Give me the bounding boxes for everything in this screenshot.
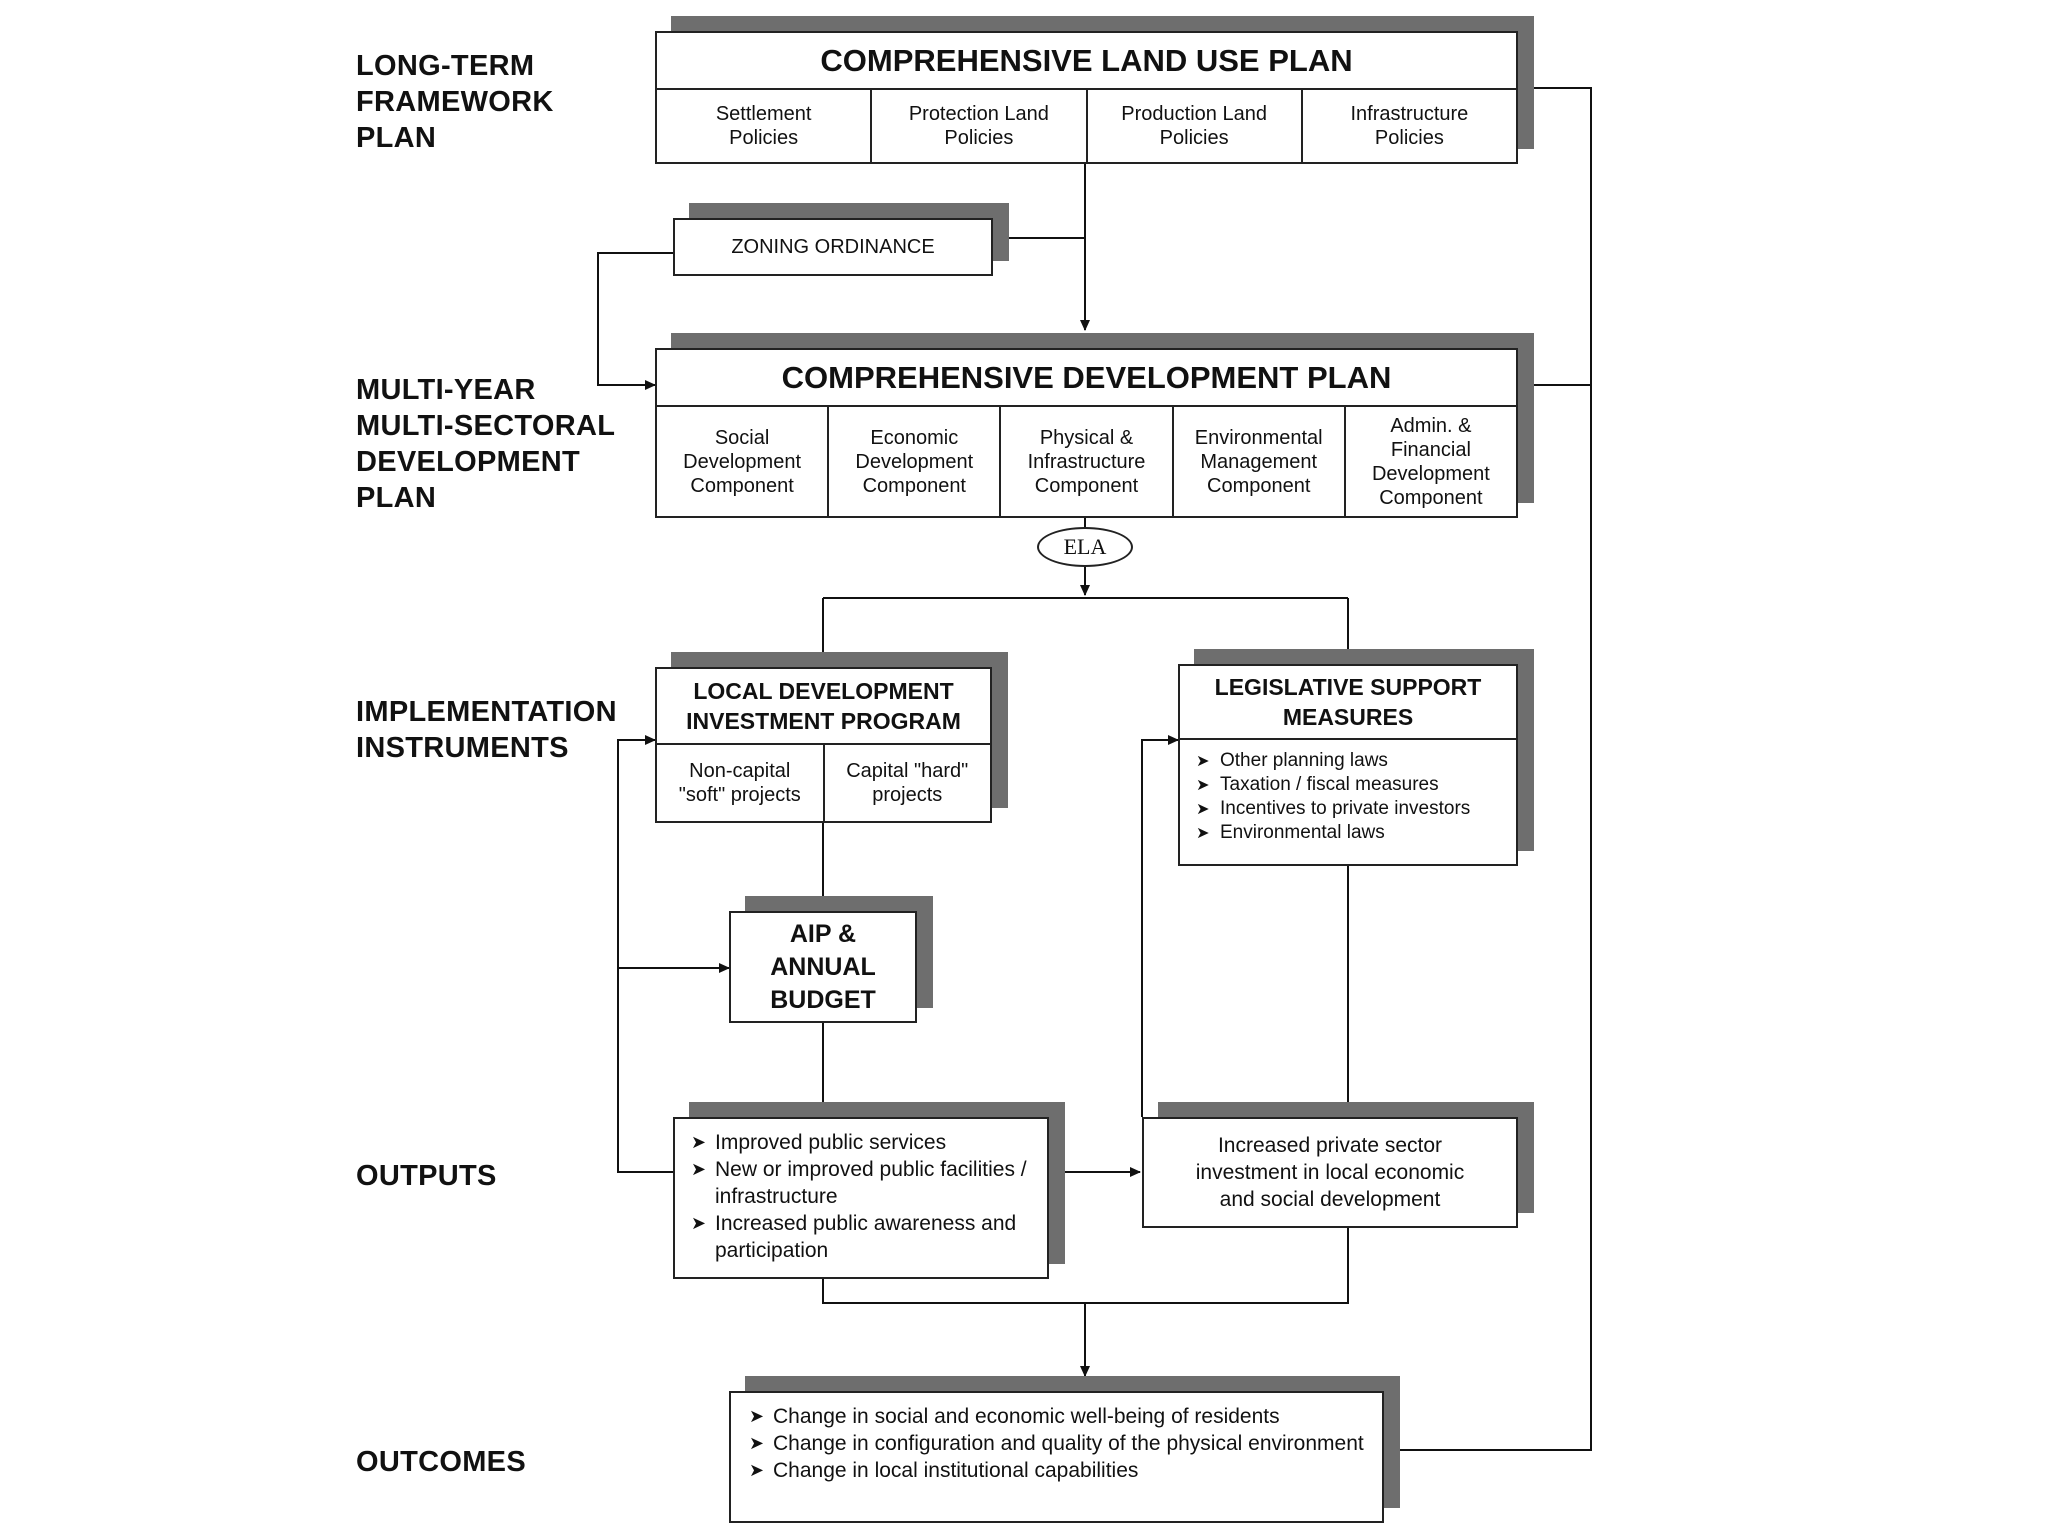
project-non-capital: Non-capital"soft" projects [657,745,825,821]
public-output-item: New or improved public facilities / infr… [689,1156,1037,1210]
legislative-item: Taxation / fiscal measures [1194,773,1506,797]
legislative-item: Other planning laws [1194,749,1506,773]
level-long-term-label: LONG-TERM FRAMEWORK PLAN [356,48,554,156]
level-line: DEVELOPMENT [356,446,581,478]
level-line: PLAN [356,122,437,154]
level-line: INSTRUMENTS [356,732,569,764]
outcomes-box: Change in social and economic well-being… [729,1391,1384,1523]
level-implementation-label: IMPLEMENTATION INSTRUMENTS [356,694,617,766]
level-line: FRAMEWORK [356,86,554,118]
level-outcomes-label: OUTCOMES [356,1446,526,1478]
level-multi-year-label: MULTI-YEAR MULTI-SECTORAL DEVELOPMENT PL… [356,372,615,516]
level-line: MULTI-YEAR [356,374,536,406]
level-line: MULTI-SECTORAL [356,410,616,442]
public-output-item: Improved public services [689,1129,1037,1156]
outcome-item: Change in local institutional capabiliti… [747,1457,1370,1484]
cdp-title: COMPREHENSIVE DEVELOPMENT PLAN [657,350,1516,407]
zoning-ordinance-box: ZONING ORDINANCE [673,218,993,276]
connector-outcomes-feedback [1384,83,1592,1451]
level-line: LONG-TERM [356,50,535,82]
zoning-ordinance-label: ZONING ORDINANCE [731,235,935,258]
level-line: PLAN [356,482,437,514]
ela-node: ELA [1037,527,1133,567]
connector-outputs-feedback-ldip [617,735,673,1173]
clup-title: COMPREHENSIVE LAND USE PLAN [657,33,1516,90]
legislative-item: Incentives to private investors [1194,797,1506,821]
connector-zoning-to-cdp [597,252,673,390]
ldip-projects: Non-capital"soft" projects Capital "hard… [657,745,990,821]
public-output-item: Increased public awareness and participa… [689,1210,1037,1264]
connector-private-feedback [1141,735,1179,1117]
level-line: IMPLEMENTATION [356,696,617,728]
public-outputs-box: Improved public services New or improved… [673,1117,1049,1279]
project-capital: Capital "hard"projects [846,760,969,806]
legislative-item: Environmental laws [1194,821,1506,845]
outcome-item: Change in configuration and quality of t… [747,1430,1370,1457]
outcome-item: Change in social and economic well-being… [747,1403,1370,1430]
level-outputs-label: OUTPUTS [356,1160,497,1192]
legislative-list: Other planning laws Taxation / fiscal me… [1180,740,1516,845]
outcomes-list: Change in social and economic well-being… [731,1393,1382,1484]
public-outputs-list: Improved public services New or improved… [675,1119,1047,1264]
